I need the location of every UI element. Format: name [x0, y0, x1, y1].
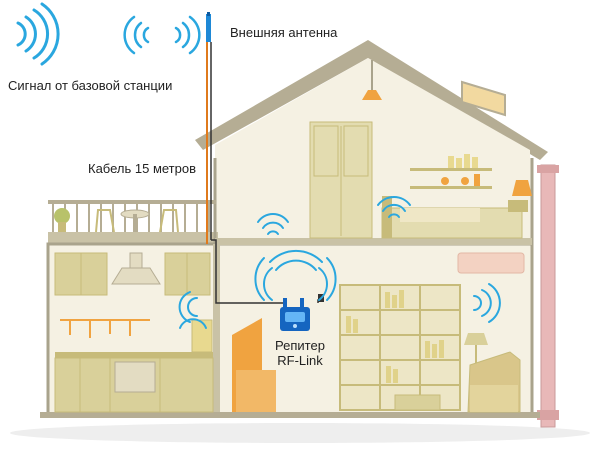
ground-shadow: [10, 423, 590, 443]
ceiling-lamp-icon: [362, 60, 382, 100]
kitchen: [54, 252, 214, 413]
signal-waves-icon: [16, 2, 60, 66]
repeater-device-icon: [280, 298, 310, 331]
external-antenna-label: Внешняя антенна: [230, 25, 338, 40]
repeater-label-line1: Репитер: [275, 338, 325, 353]
signal-waves-icon: [123, 15, 201, 55]
balcony-railing: [48, 200, 216, 233]
antenna-icon: [206, 12, 211, 42]
base-station-signal-label: Сигнал от базовой станции: [8, 78, 173, 93]
roof: [195, 40, 548, 160]
repeater-label-line2: RF-Link: [277, 353, 323, 368]
cable-length-label: Кабель 15 метров: [88, 161, 196, 176]
chimney-pipe: [537, 164, 559, 428]
living-room: [232, 252, 525, 413]
bedroom-upper: [309, 121, 532, 239]
repeater-label: Репитер RF-Link: [272, 338, 328, 368]
signal-waves-icon: [178, 196, 501, 329]
